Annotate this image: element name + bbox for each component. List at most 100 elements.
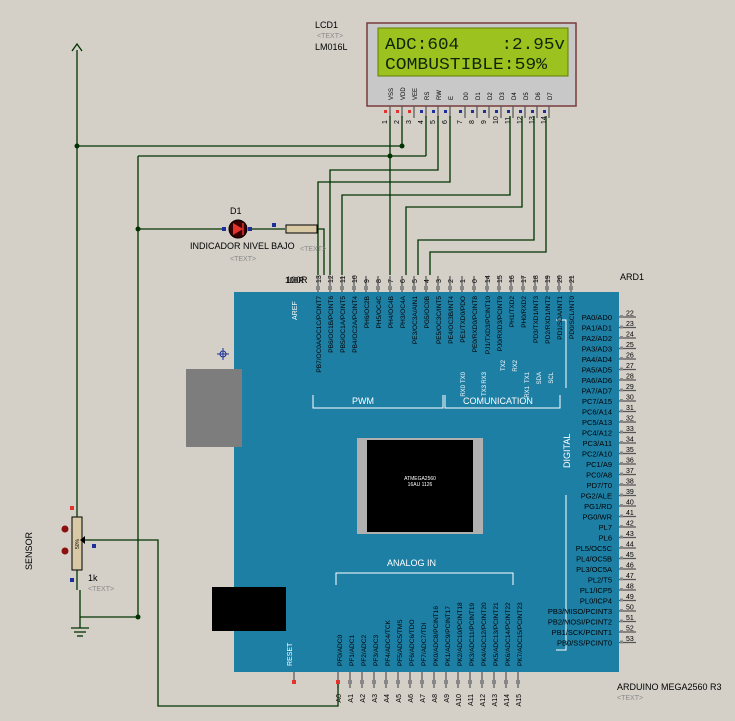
led-d1[interactable] [222, 219, 252, 239]
right-signal-label: PC6/A14 [582, 408, 612, 417]
ground-symbol [71, 627, 89, 637]
header-pin-number: 0 [472, 279, 479, 283]
right-pin-dot [620, 325, 623, 329]
analog-signal-label: PK2/ADC10/PCINT18 [457, 602, 464, 666]
right-pin-number: 52 [626, 626, 634, 633]
right-pin-number: 27 [626, 363, 634, 370]
analog-pin-dot [360, 680, 364, 684]
analog-pin-dot [396, 680, 400, 684]
analog-signal-label: PF1/ADC1 [349, 635, 356, 666]
reset-pin-dot [292, 680, 296, 684]
right-pin-dot [620, 619, 623, 623]
header-signal-label: PB5/OC1A/PCINT5 [340, 296, 347, 353]
header-signal-label: PE1/TXD0/PDO [460, 296, 467, 343]
right-pin-number: 42 [626, 521, 634, 528]
analog-pin-number: A12 [480, 694, 487, 707]
right-signal-label: PL5/OC5C [576, 544, 613, 553]
lcd-text-tag: <TEXT> [317, 33, 343, 40]
analog-pin-dot [456, 680, 460, 684]
header-pin-dot [545, 286, 549, 290]
analog-signal-label: PK4/ADC12/PCINT20 [481, 602, 488, 666]
reset-label: RESET [287, 642, 294, 666]
header-pin-dot [376, 286, 380, 290]
right-pin-number: 47 [626, 573, 634, 580]
header-pin-number: 2 [448, 279, 455, 283]
header-pin-number: 13 [316, 275, 323, 283]
right-pin-number: 34 [626, 437, 634, 444]
header-pin-dot [412, 286, 416, 290]
header-pin-number: 10 [352, 275, 359, 283]
analog-pin-number: A1 [348, 694, 355, 703]
analog-pin-number: A2 [360, 694, 367, 703]
right-pin-number: 22 [626, 311, 634, 318]
right-signal-label: PA2/AD2 [582, 334, 612, 343]
right-pin-number: 29 [626, 384, 634, 391]
lcd-pin-dot [444, 110, 447, 113]
right-pin-dot [620, 535, 623, 539]
header-pin-number: 17 [521, 275, 528, 283]
header-pin-dot [400, 286, 404, 290]
right-pin-dot [620, 357, 623, 360]
comm-tx-rx-label: SCL [549, 371, 555, 383]
right-signal-label: PC3/A11 [583, 439, 612, 448]
right-pin-number: 23 [626, 321, 634, 328]
right-pin-number: 39 [626, 489, 634, 496]
right-signal-label: PL1/ICP5 [580, 586, 612, 595]
analog-signal-label: PF5/ADC5/TMS [397, 619, 404, 666]
header-signal-label: PD1/SDA/INT1 [557, 296, 564, 340]
header-pin-number: 7 [388, 279, 395, 283]
analog-pin-number: A4 [384, 694, 391, 703]
power-jack [212, 587, 286, 631]
header-signal-label: PE3/OC3A/AIN1 [412, 296, 419, 344]
comm-tx-rx-label: RX3 [482, 371, 488, 383]
comm-tx-rx-label: TX3 [482, 384, 488, 396]
lcd-pin-dot [519, 110, 522, 113]
header-pin-number: 4 [424, 279, 431, 283]
header-pin-number: 14 [485, 275, 492, 283]
header-pin-dot [497, 286, 501, 290]
right-signal-label: PC5/A13 [582, 418, 612, 427]
right-pin-number: 36 [626, 458, 634, 465]
right-pin-number: 31 [626, 405, 634, 412]
header-signal-label: PD2/RXD1/INT2 [545, 296, 552, 344]
sensor-potentiometer[interactable] [61, 505, 97, 590]
right-pin-dot [620, 336, 623, 339]
header-pin-number: 5 [412, 279, 419, 283]
header-pin-dot [436, 286, 440, 290]
right-signal-label: PC2/A10 [582, 450, 612, 459]
resistor[interactable] [272, 223, 318, 234]
analog-pin-dot [504, 680, 508, 684]
usb-connector [186, 369, 242, 447]
right-pin-dot [620, 504, 623, 507]
analog-pin-number: A9 [444, 694, 451, 703]
right-pin-number: 35 [626, 447, 634, 454]
arduino-model: ARDUINO MEGA2560 R3 [617, 682, 722, 692]
comm-tx-rx-label: TX2 [501, 359, 507, 371]
lcd-pin-name: VSS [389, 88, 395, 100]
header-pin-dot [485, 286, 489, 290]
header-pin-dot [521, 286, 525, 290]
right-signal-label: PC1/A9 [586, 460, 612, 469]
lcd-pin-dot [432, 110, 435, 113]
header-pin-dot [533, 286, 537, 290]
analog-pin-dot [372, 680, 376, 684]
sensor-label: SENSOR [24, 531, 34, 570]
right-pin-number: 48 [626, 584, 634, 591]
right-signal-label: PA4/AD4 [582, 355, 612, 364]
right-pin-dot [620, 630, 623, 633]
header-pin-dot [424, 286, 428, 290]
right-pin-dot [620, 609, 623, 612]
header-signal-label: PH0/RXD2 [521, 296, 528, 328]
right-pin-number: 30 [626, 395, 634, 402]
right-pin-dot [620, 525, 623, 528]
header-pin-dot [472, 286, 476, 290]
analog-pin-number: A6 [408, 694, 415, 703]
analog-signal-label: PF2/ADC2 [361, 635, 368, 666]
right-signal-label: PL6 [599, 534, 612, 543]
power-symbol [71, 42, 83, 52]
header-pin-dot [557, 286, 561, 290]
lcd-pin-dot [495, 110, 498, 113]
chip-label-1: ATMEGA2560 [404, 476, 436, 482]
